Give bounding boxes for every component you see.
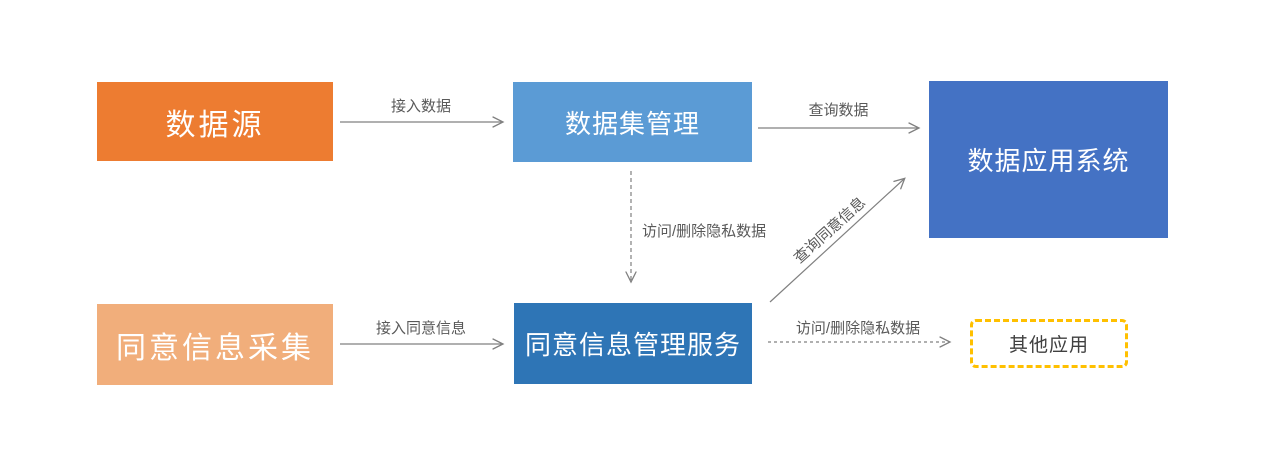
edge-label-access-data: 接入数据 (390, 98, 451, 115)
node-data-source: 数据源 (97, 82, 333, 161)
node-other-applications: 其他应用 (970, 319, 1128, 368)
edge-label-query-data: 查询数据 (808, 102, 869, 119)
node-consent-info-management-service: 同意信息管理服务 (514, 303, 752, 384)
edge-label-access-delete-private-data-vertical: 访问/删除隐私数据 (642, 223, 767, 240)
edge-label-query-consent-info: 查询同意信息 (790, 194, 870, 267)
node-consent-info-management-service-label: 同意信息管理服务 (524, 330, 741, 360)
node-dataset-management-label: 数据集管理 (564, 108, 700, 139)
node-data-application-system: 数据应用系统 (929, 81, 1168, 238)
node-consent-info-collection: 同意信息采集 (97, 304, 333, 385)
node-other-applications-label: 其他应用 (1008, 335, 1089, 356)
node-dataset-management: 数据集管理 (513, 82, 752, 162)
edge-query-consent-info-diagonal (769, 177, 906, 303)
edge-label-access-consent-info: 接入同意信息 (375, 320, 466, 337)
edge-label-access-delete-private-data-horizontal: 访问/删除隐私数据 (795, 320, 921, 337)
node-consent-info-collection-label: 同意信息采集 (116, 331, 314, 365)
node-data-source-label: 数据源 (165, 108, 265, 142)
node-data-application-system-label: 数据应用系统 (967, 146, 1130, 176)
